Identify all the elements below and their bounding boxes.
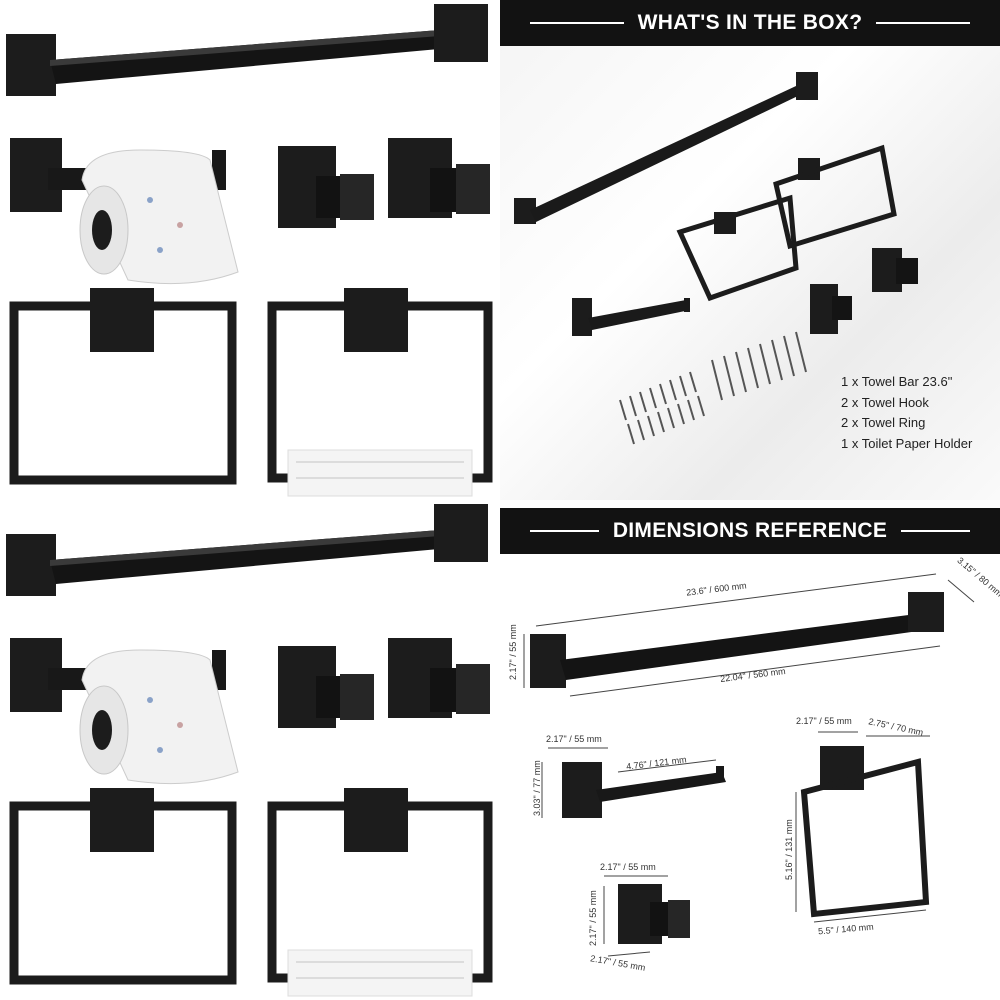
box-item: 2 x Towel Ring: [841, 415, 926, 430]
whats-in-the-box-panel: WHAT'S IN THE BOX?: [500, 0, 1000, 500]
towel-ring-image: [267, 788, 493, 997]
dim-bar-height: 2.17" / 55 mm: [508, 624, 518, 680]
dim-holder-height: 3.03" / 77 mm: [532, 760, 542, 816]
product-set-photo-top: [0, 0, 500, 500]
dimensions-banner: DIMENSIONS REFERENCE: [500, 508, 1000, 554]
box-contents-list: 1 x Towel Bar 23.6" 2 x Towel Hook 2 x T…: [841, 372, 972, 454]
dim-holder-width: 2.17" / 55 mm: [546, 734, 602, 744]
box-item: 1 x Towel Bar 23.6": [841, 374, 953, 389]
towel-hook-image: [388, 138, 490, 218]
box-banner-title: WHAT'S IN THE BOX?: [623, 11, 877, 34]
box-item: 2 x Towel Hook: [841, 394, 929, 410]
towel-hook-image: [278, 146, 374, 228]
towel-bar-image: [6, 4, 488, 96]
dim-towel-bar-image: [523, 573, 975, 697]
dim-hook-width: 2.17" / 55 mm: [600, 862, 656, 872]
box-item: 1 x Toilet Paper Holder: [841, 435, 973, 451]
towel-ring-image: [267, 288, 493, 497]
box-paper-holder-image: [572, 298, 690, 336]
box-screws-image: [619, 331, 807, 445]
toilet-paper-holder-image: [10, 138, 239, 285]
dimensions-reference-panel: DIMENSIONS REFERENCE: [500, 500, 1000, 1000]
dim-hook-image: [603, 875, 690, 957]
box-banner: WHAT'S IN THE BOX?: [500, 0, 1000, 46]
towel-hook-image: [388, 638, 490, 718]
dim-ring-height: 5.16" / 131 mm: [784, 819, 794, 880]
towel-hook-image: [278, 646, 374, 728]
towel-bar-image: [6, 504, 488, 596]
towel-ring-image: [9, 288, 237, 485]
box-towel-bar-image: [514, 72, 818, 224]
dim-towel-ring-image: [795, 731, 930, 923]
box-hook-image: [872, 248, 918, 292]
box-towel-ring-image: [773, 144, 897, 250]
toilet-paper-holder-image: [10, 638, 239, 785]
box-towel-ring-image: [676, 194, 799, 302]
box-hook-image: [810, 284, 852, 334]
towel-ring-image: [9, 788, 237, 985]
dim-hook-height: 2.17" / 55 mm: [588, 890, 598, 946]
dim-ring-base: 2.17" / 55 mm: [796, 716, 852, 726]
product-set-photo-bottom: [0, 500, 500, 1000]
dim-paper-holder-image: [541, 747, 726, 818]
dimensions-banner-title: DIMENSIONS REFERENCE: [598, 519, 902, 542]
